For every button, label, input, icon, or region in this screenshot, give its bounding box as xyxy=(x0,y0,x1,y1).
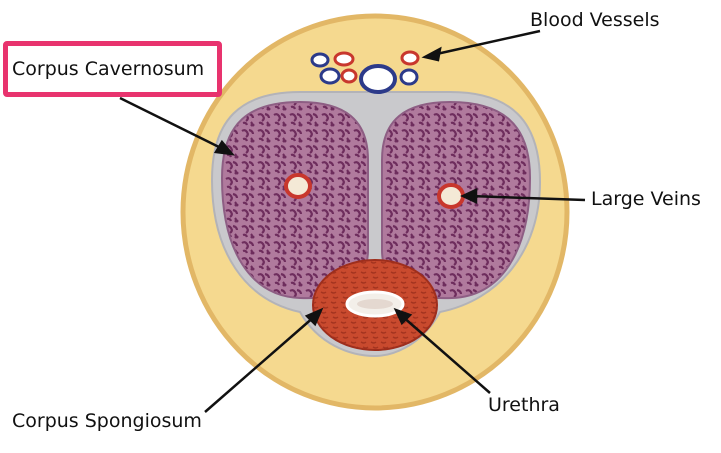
large-vein-left xyxy=(284,173,312,199)
label-corpus-spongiosum: Corpus Spongiosum xyxy=(12,410,202,432)
corpus-cavernosum-highlight-box xyxy=(3,41,222,97)
label-blood-vessels: Blood Vessels xyxy=(530,9,660,31)
leader-urethra xyxy=(401,315,491,394)
large-vein-right xyxy=(437,183,465,209)
leader-large-veins xyxy=(469,194,586,202)
leader-corpus-cavernosum xyxy=(119,96,226,152)
label-urethra: Urethra xyxy=(488,394,560,416)
blood-vessels-group xyxy=(310,50,420,94)
urethra-lumen xyxy=(357,299,393,309)
corpus-cavernosum-left xyxy=(220,100,369,300)
leader-blood-vessels xyxy=(431,29,541,57)
label-corpus-cavernosum: Corpus Cavernosum xyxy=(12,58,205,80)
label-large-veins: Large Veins xyxy=(591,188,701,210)
leader-corpus-spongiosum xyxy=(204,315,316,413)
